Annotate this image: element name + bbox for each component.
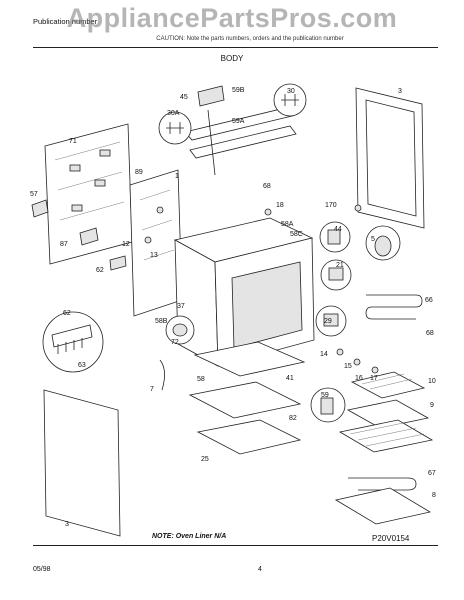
part-label-29: 29 [324, 318, 332, 325]
bake-element-67 [348, 477, 417, 491]
receptacle-62 [109, 255, 127, 271]
part-label-3-bottom: 3 [65, 521, 69, 528]
side-panel-part [129, 169, 183, 317]
side-panel-3-left [43, 389, 121, 537]
part-label-82: 82 [289, 415, 297, 422]
part-label-10: 10 [428, 378, 436, 385]
part-label-45: 45 [180, 94, 188, 101]
part-label-3-top: 3 [398, 88, 402, 95]
back-panel-part [44, 123, 133, 265]
part-label-15: 15 [344, 363, 352, 370]
rack-grid [338, 419, 434, 453]
part-label-1: 1 [175, 173, 179, 180]
broil-element-66 [365, 294, 423, 320]
part-label-170: 170 [325, 202, 337, 209]
part-label-21: 21 [336, 262, 344, 269]
screw-18 [264, 208, 272, 216]
part-label-58b: 58B [155, 318, 168, 325]
screw-16 [371, 366, 379, 374]
part-label-59: 59 [321, 392, 329, 399]
part-label-66: 66 [425, 297, 433, 304]
part-label-16: 16 [355, 375, 363, 382]
part-label-12: 12 [122, 241, 130, 248]
part-label-63: 63 [78, 362, 86, 369]
footer-page: 4 [258, 566, 262, 573]
part-label-17: 17 [370, 375, 378, 382]
part-label-58: 58 [197, 376, 205, 383]
note-text: NOTE: Oven Liner N/A [152, 533, 227, 540]
part-label-67: 67 [428, 470, 436, 477]
part-label-5: 5 [371, 236, 375, 243]
part-label-14: 14 [320, 351, 328, 358]
publication-label: Publication number [33, 17, 98, 26]
part-label-72: 72 [171, 339, 179, 346]
screw-14 [336, 348, 344, 356]
part-label-59b: 59B [232, 87, 245, 94]
part-label-57: 57 [30, 191, 38, 198]
bracket-57 [31, 199, 49, 218]
part-label-9: 9 [430, 402, 434, 409]
bracket-170 [354, 204, 362, 212]
figure-code: P20V0154 [372, 534, 410, 543]
part-label-41: 41 [286, 375, 294, 382]
oven-liner [173, 217, 315, 367]
screw-15 [353, 358, 361, 366]
part-label-7: 7 [150, 386, 154, 393]
part-label-37: 37 [177, 303, 185, 310]
part-label-68-top: 68 [263, 183, 271, 190]
bottom-panel-8 [334, 487, 432, 525]
part-label-68: 68 [426, 330, 434, 337]
panel-82 [188, 381, 302, 419]
section-title: BODY [220, 54, 244, 63]
part-label-44: 44 [334, 226, 342, 233]
rack-10 [350, 371, 426, 399]
part-label-71: 71 [69, 138, 77, 145]
handle-7 [159, 359, 165, 391]
rack-9 [346, 399, 430, 429]
bottom-rule [33, 545, 438, 546]
part-label-13: 13 [150, 252, 158, 259]
part-label-58a: 58A [281, 221, 294, 228]
part-label-62-top: 62 [96, 267, 104, 274]
bottom-shelf-58 [193, 341, 306, 377]
footer-date: 05/98 [33, 566, 51, 573]
watermark: AppliancePartsPros.com [66, 3, 398, 33]
caution-text: CAUTION: Note the parts numbers, orders … [156, 36, 344, 42]
part-label-87: 87 [60, 241, 68, 248]
part-label-18: 18 [276, 202, 284, 209]
bracket-45 [197, 85, 225, 107]
part-label-30a: 30A [167, 110, 180, 117]
part-label-25: 25 [201, 456, 209, 463]
panel-25 [196, 419, 302, 455]
bracket-87 [79, 227, 99, 246]
part-label-8: 8 [432, 492, 436, 499]
part-label-58c: 58C [290, 231, 303, 238]
trim-59b [189, 125, 297, 159]
part-label-30: 30 [287, 88, 295, 95]
top-rule [33, 47, 438, 48]
part-label-62: 62 [63, 310, 71, 317]
rod-part [207, 109, 216, 176]
side-panel-3-inner [365, 99, 417, 217]
part-label-89: 89 [135, 169, 143, 176]
part-label-59a: 59A [232, 118, 245, 125]
